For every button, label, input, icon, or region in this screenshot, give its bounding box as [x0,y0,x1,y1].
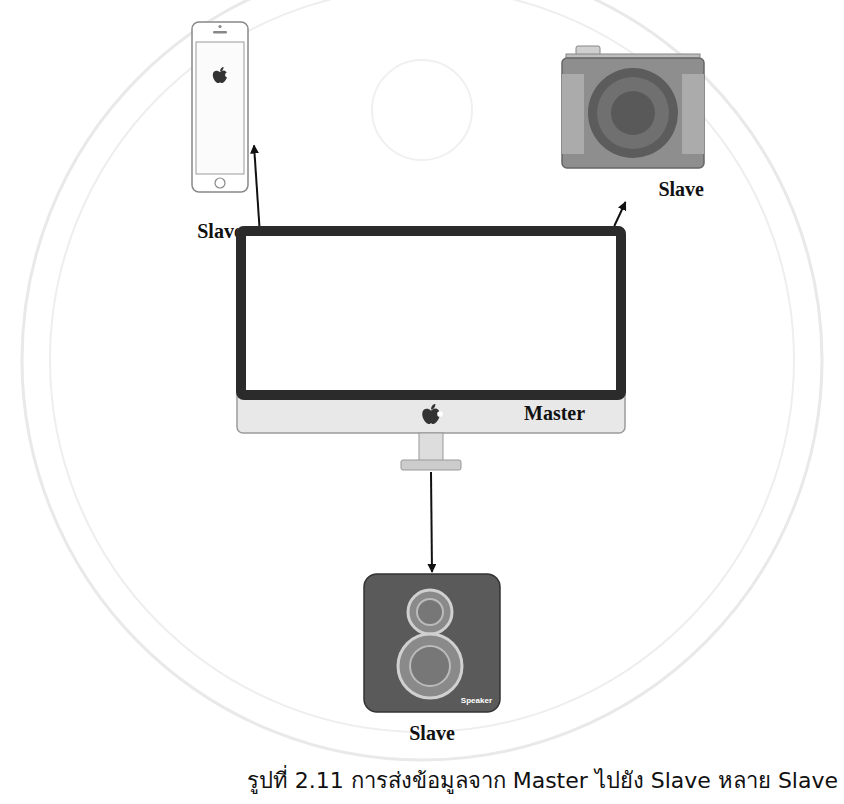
data-arrow [431,472,432,572]
camera-device: Slave [558,44,708,202]
seal-ring [22,0,822,760]
imac-illustration [236,226,626,472]
phone-illustration [186,20,254,196]
device-role-label: Slave [409,722,455,744]
speaker-illustration [360,572,504,714]
seal-sun [372,60,472,160]
brand-text: Speaker [461,696,492,706]
device-role-label: Slave [658,178,704,200]
device-role-label: Master [524,402,585,424]
figure-caption: รูปที่ 2.11 การส่งข้อมูลจาก Master ไปยัง… [247,766,838,796]
camera-illustration [558,44,708,172]
device-role-label: Slave [197,220,243,242]
phone-device: Slave [186,20,254,248]
speaker-device: SpeakerSlave [360,572,504,754]
data-arrow [614,202,625,226]
seal-ring [50,0,794,732]
data-arrow [254,145,259,226]
apple-logo [213,67,230,83]
apple-logo [422,404,443,424]
imac-device: Master [236,226,626,472]
